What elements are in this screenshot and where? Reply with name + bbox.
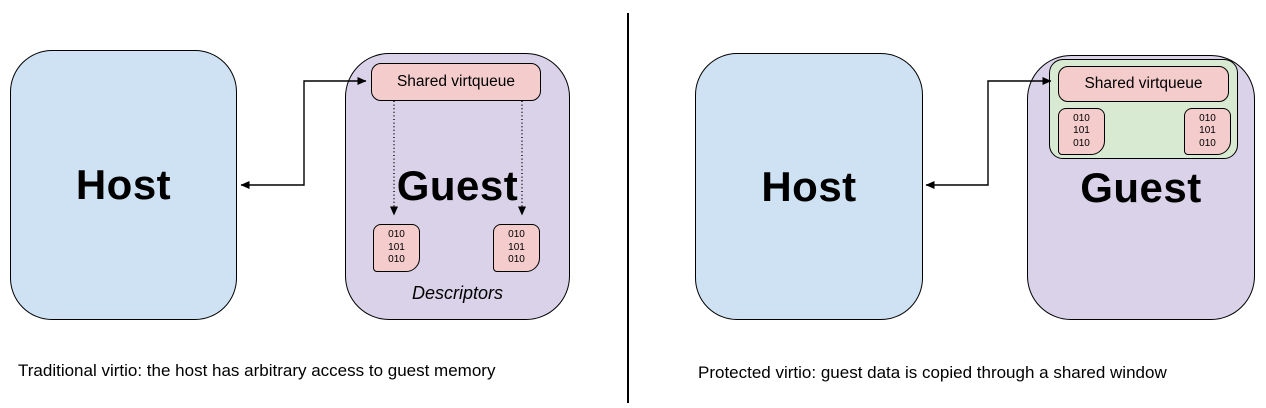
panel-caption: Protected virtio: guest data is copied t… <box>698 363 1167 382</box>
host-label: Host <box>75 161 172 208</box>
shared-virtqueue-box: Shared virtqueue <box>371 63 541 101</box>
shared-virtqueue-box: Shared virtqueue <box>1058 66 1229 102</box>
panel-divider <box>627 13 629 403</box>
shared-window-buffer: 010 101 010 <box>1184 108 1231 155</box>
host-label: Host <box>761 162 857 210</box>
guest-label: Guest <box>396 162 519 209</box>
host-box: Host <box>10 50 237 320</box>
guest-box: Shared virtqueue Guest 010 101 010 010 1… <box>345 53 570 320</box>
descriptor-bits: 010 101 010 <box>388 229 405 266</box>
guest-label: Guest <box>1080 164 1202 211</box>
shared-virtqueue-label: Shared virtqueue <box>1084 75 1203 92</box>
shared-window: Shared virtqueue 010 101 010 010 101 010 <box>1049 59 1238 159</box>
buffer-bits: 010 101 010 <box>1073 112 1090 149</box>
descriptors-label: Descriptors <box>411 283 504 303</box>
descriptor-box: 010 101 010 <box>493 224 540 272</box>
panel-caption: Traditional virtio: the host has arbitra… <box>18 361 496 380</box>
buffer-bits: 010 101 010 <box>1199 112 1216 149</box>
descriptor-bits: 010 101 010 <box>508 229 525 266</box>
descriptor-box: 010 101 010 <box>373 224 420 272</box>
shared-virtqueue-label: Shared virtqueue <box>396 73 516 90</box>
guest-box: Shared virtqueue 010 101 010 010 101 010… <box>1027 55 1255 320</box>
host-box: Host <box>695 53 923 320</box>
shared-window-buffer: 010 101 010 <box>1058 108 1105 155</box>
